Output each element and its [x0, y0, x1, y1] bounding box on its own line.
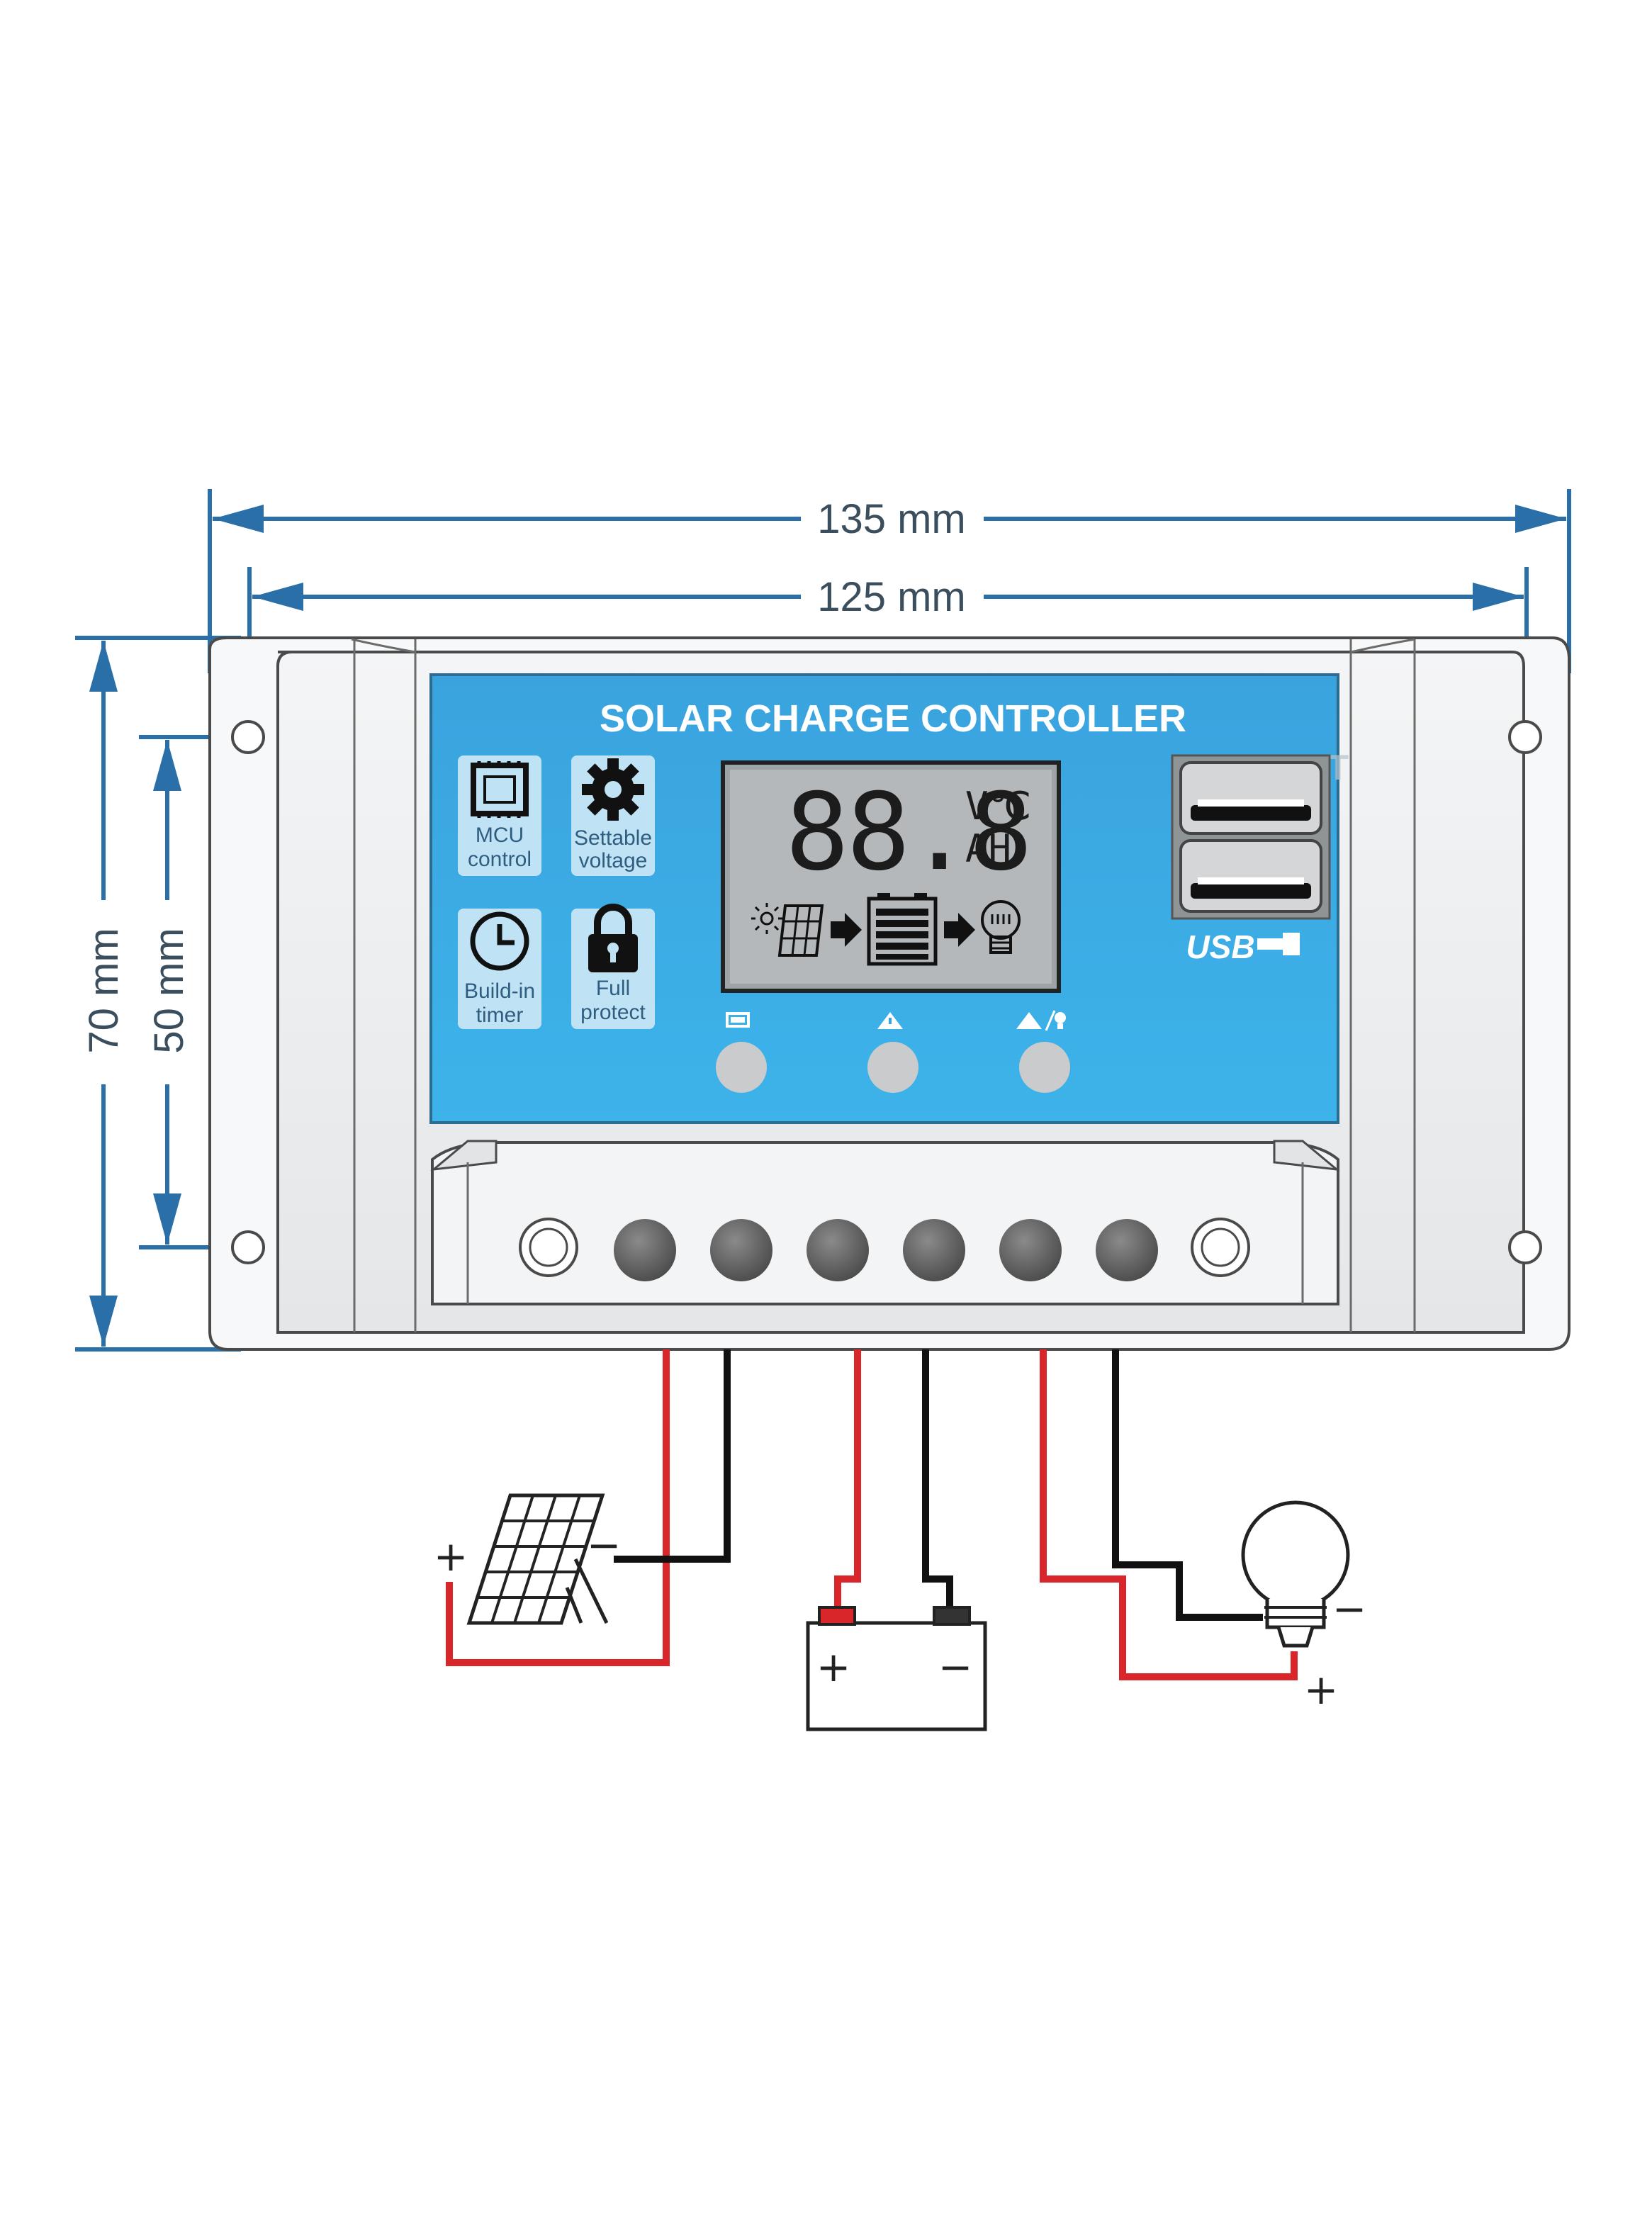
- sun-icon: [751, 903, 782, 934]
- terminal-screw-load-plus: [999, 1219, 1062, 1281]
- warning-icon: [877, 1012, 903, 1029]
- terminal-block: [430, 1140, 1340, 1305]
- wire-battery-negative: [922, 1349, 953, 1609]
- feature-label-line1: Settable: [574, 826, 652, 850]
- terminal-screw-solar-plus: [614, 1219, 676, 1281]
- feature-label-line2: protect: [580, 1001, 646, 1024]
- feature-label-line2: voltage: [579, 849, 648, 872]
- feature-label-line2: timer: [476, 1004, 524, 1027]
- usb-label: USB: [1186, 928, 1254, 965]
- warning-button[interactable]: [867, 1042, 918, 1093]
- wire-solar-negative: [614, 1349, 731, 1563]
- arrow-right-icon: [831, 913, 862, 947]
- solar-panel: + −: [434, 1493, 622, 1625]
- solar-panel-icon: [777, 904, 824, 957]
- button-row: [716, 1010, 1070, 1093]
- warning-light-icon: [1016, 1010, 1066, 1031]
- battery-plus-sign: +: [816, 1643, 851, 1691]
- feature-label-line1: MCU: [476, 824, 524, 847]
- battery-icon: [867, 893, 938, 966]
- wire-battery-positive: [834, 1349, 861, 1609]
- wire-load-negative: [1112, 1349, 1263, 1621]
- feature-label-line1: Build-in: [464, 979, 535, 1003]
- mount-hole-bottom-right: [1508, 1230, 1542, 1264]
- load-minus-sign: −: [1332, 1585, 1367, 1633]
- dim-label-125: 125 mm: [817, 574, 966, 620]
- usb-ports: USB: [1171, 754, 1331, 965]
- wire-solar-positive: [446, 1349, 670, 1666]
- terminal-screw-solar-minus: [710, 1219, 772, 1281]
- screw-hole-right: [1191, 1218, 1250, 1277]
- light-bulb: − +: [1241, 1500, 1367, 1714]
- usb-plug-icon: [1257, 933, 1300, 955]
- dim-label-50: 50 mm: [146, 928, 192, 1053]
- battery-minus-sign: −: [938, 1643, 973, 1691]
- chip-icon: [471, 761, 529, 818]
- dim-label-70: 70 mm: [81, 928, 127, 1053]
- feature-label-line2: control: [468, 848, 532, 871]
- lcd-unit-top: V℃: [965, 784, 1031, 828]
- usb-port-top[interactable]: [1179, 761, 1322, 835]
- lcd-digits: 88.8: [785, 771, 1030, 894]
- feature-build-in-timer: Build-in timer: [458, 909, 541, 1029]
- battery-small-icon: [726, 1012, 750, 1028]
- battery: + −: [806, 1606, 987, 1731]
- lcd-unit-bottom: AH: [965, 826, 1011, 871]
- feature-mcu-control: MCU control: [458, 755, 541, 876]
- gear-icon: [582, 758, 644, 821]
- wiring: [446, 1349, 1298, 1680]
- dimension-135-mm: 135 mm: [208, 489, 1571, 673]
- terminal-screw-battery-plus: [807, 1219, 869, 1281]
- clock-icon: [470, 911, 529, 971]
- solar-minus-sign: −: [587, 1521, 622, 1569]
- mount-hole-bottom-left: [231, 1230, 265, 1264]
- feature-settable-voltage: Settable voltage: [571, 755, 655, 876]
- solar-plus-sign: +: [434, 1532, 468, 1580]
- lock-icon: [588, 904, 638, 972]
- dimension-70-mm: 70 mm: [75, 636, 241, 1352]
- bulb-icon: [981, 900, 1021, 954]
- feature-label-line1: Full: [596, 977, 630, 1000]
- wire-load-positive: [1040, 1349, 1298, 1680]
- battery-button[interactable]: [716, 1042, 767, 1093]
- dimension-125-mm: 125 mm: [247, 567, 1529, 737]
- mount-hole-top-left: [231, 720, 265, 754]
- load-plus-sign: +: [1304, 1665, 1339, 1714]
- panel-title: SOLAR CHARGE CONTROLLER: [600, 697, 1186, 740]
- screw-hole-left: [519, 1218, 578, 1277]
- dim-label-135: 135 mm: [817, 496, 966, 542]
- lcd-display: 88.8 V℃ AH: [721, 760, 1061, 993]
- mount-hole-top-right: [1508, 720, 1542, 754]
- arrow-right-icon: [944, 913, 975, 947]
- terminal-screw-load-minus: [1096, 1219, 1158, 1281]
- usb-port-bottom[interactable]: [1179, 839, 1322, 913]
- feature-full-protect: Full protect: [571, 904, 655, 1029]
- warning-light-button[interactable]: [1019, 1042, 1070, 1093]
- terminal-screw-battery-minus: [903, 1219, 965, 1281]
